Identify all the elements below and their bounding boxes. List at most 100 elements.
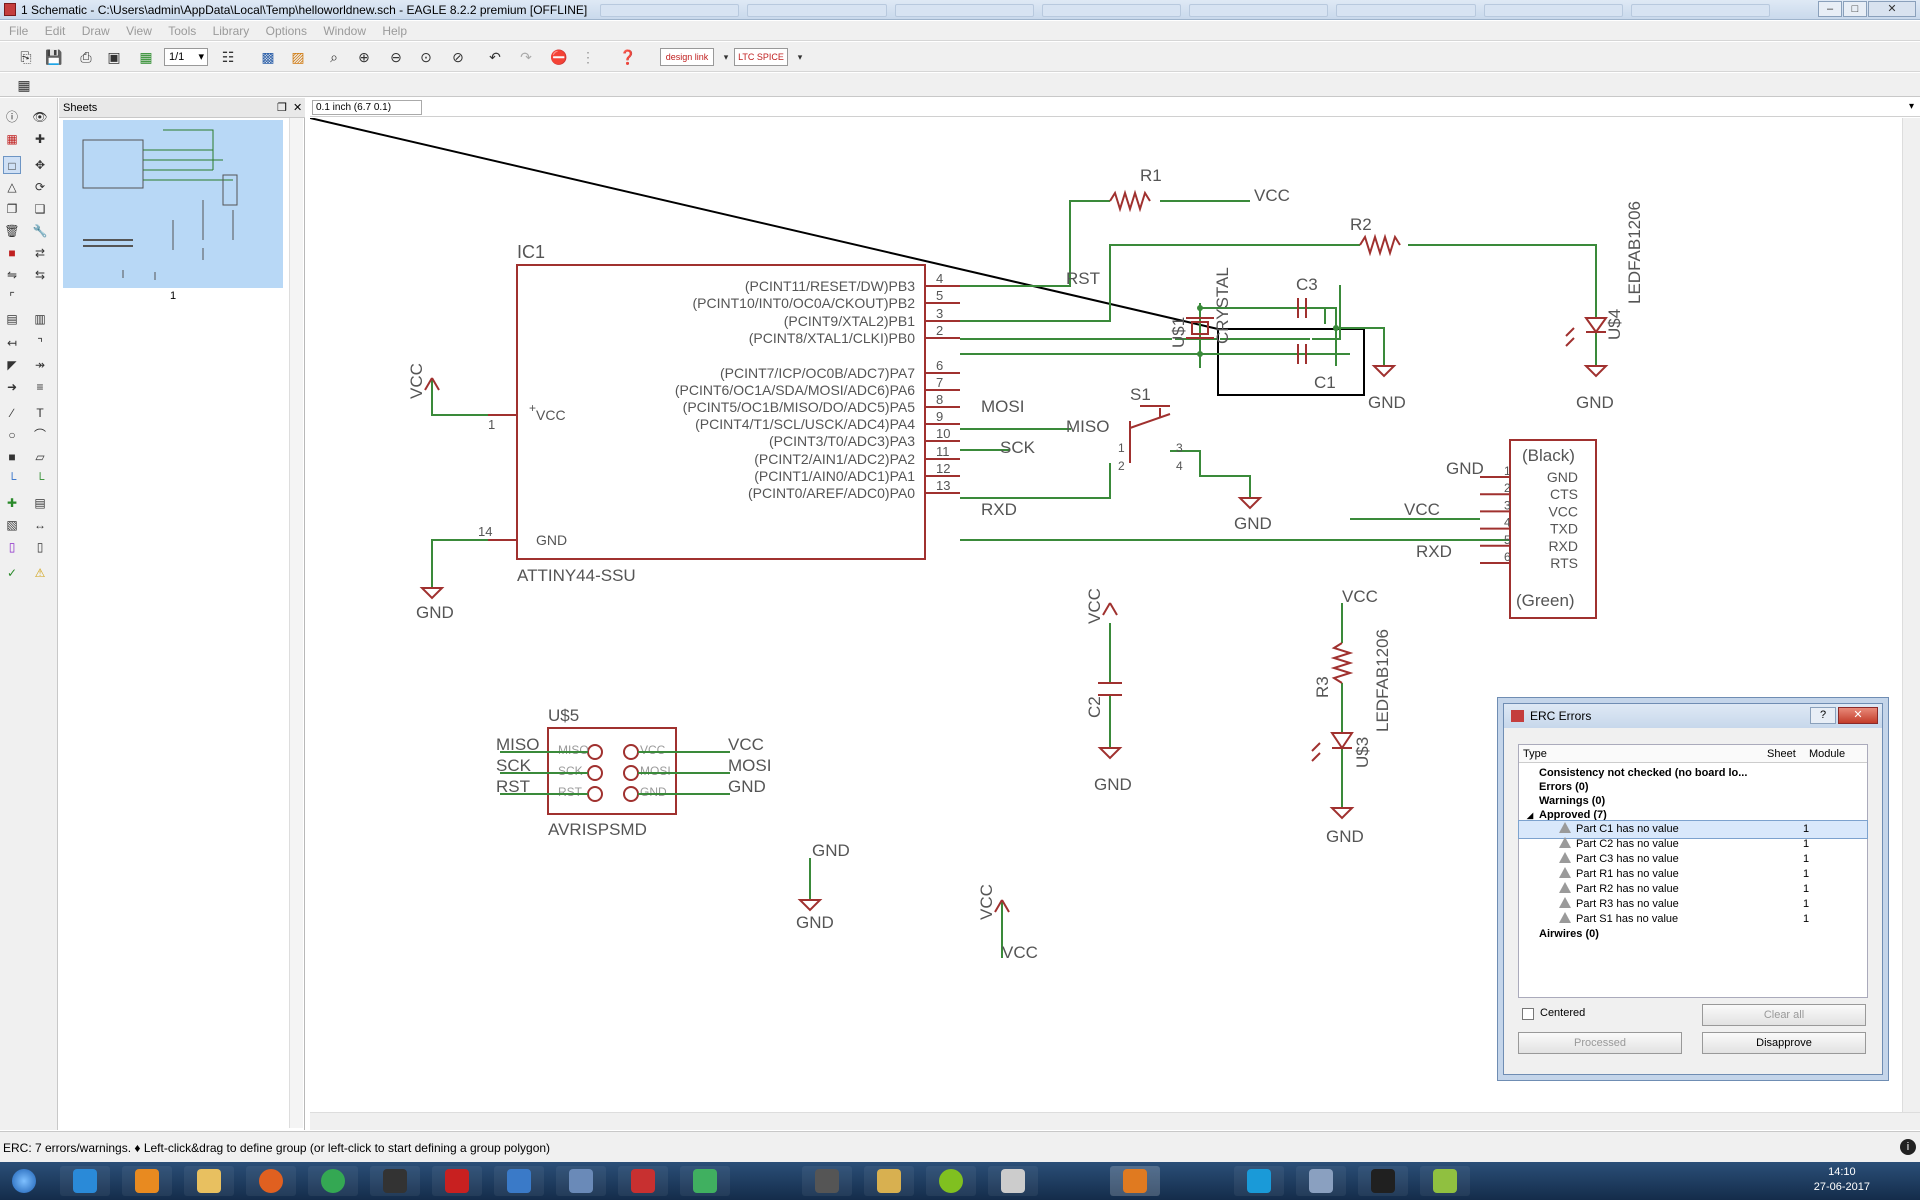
col-sheet[interactable]: Sheet: [1767, 748, 1796, 760]
close-window-button[interactable]: ✕: [1868, 1, 1916, 17]
paste-icon[interactable]: ❑: [34, 202, 46, 216]
rotate-icon[interactable]: ⟳: [34, 180, 46, 194]
add-icon[interactable]: ■: [8, 246, 16, 260]
col-type[interactable]: Type: [1523, 748, 1547, 760]
chevron-down-icon[interactable]: ▾: [723, 52, 729, 62]
name-icon[interactable]: ⌜: [9, 290, 15, 304]
bus-icon[interactable]: └: [7, 472, 17, 486]
help-icon[interactable]: ❓: [619, 49, 637, 65]
route-icon[interactable]: ≡: [36, 380, 44, 394]
dimension-icon[interactable]: ↔: [34, 518, 46, 532]
taskbar-app-screen[interactable]: [988, 1166, 1038, 1196]
canvas-horizontal-scrollbar[interactable]: [310, 1112, 1920, 1130]
smash-icon[interactable]: ▥: [34, 312, 46, 326]
erc-error-list[interactable]: Type Sheet Module Consistency not checke…: [1518, 744, 1868, 998]
taskbar-app-blue[interactable]: [494, 1166, 544, 1196]
print-icon[interactable]: ⎙: [80, 49, 92, 65]
processed-button[interactable]: Processed: [1518, 1032, 1682, 1054]
change-icon[interactable]: 🔧: [32, 224, 48, 238]
erc-category-row[interactable]: Consistency not checked (no board lo...: [1519, 765, 1867, 782]
menu-draw[interactable]: Draw: [81, 24, 110, 38]
port-icon[interactable]: ▯: [36, 540, 44, 554]
taskbar-explorer[interactable]: [184, 1166, 234, 1196]
stop-icon[interactable]: ⛔: [550, 49, 568, 65]
info-icon[interactable]: ⓘ: [5, 110, 18, 124]
optimize-icon[interactable]: ↠: [34, 358, 46, 372]
board-switch-icon[interactable]: ▦: [139, 49, 153, 65]
col-module[interactable]: Module: [1809, 748, 1846, 760]
sheets-scrollbar[interactable]: [289, 118, 303, 1128]
erc-category-row[interactable]: Errors (0): [1519, 779, 1867, 796]
maximize-button[interactable]: □: [1843, 1, 1867, 17]
undo-icon[interactable]: ↶: [489, 49, 501, 65]
zoom-fit-icon[interactable]: ⌕: [330, 49, 338, 65]
system-clock[interactable]: 14:10 27-06-2017: [1814, 1165, 1870, 1195]
taskbar-inkscape[interactable]: [370, 1166, 420, 1196]
move-icon[interactable]: ✥: [34, 158, 46, 172]
show-icon[interactable]: 👁: [32, 110, 48, 124]
erc-icon[interactable]: ✓: [6, 566, 18, 580]
ulp-icon[interactable]: ▩: [261, 49, 275, 65]
cam-icon[interactable]: ▣: [107, 49, 121, 65]
canvas-vertical-scrollbar[interactable]: [1902, 118, 1920, 1112]
expand-triangle-icon[interactable]: ◢: [1527, 811, 1534, 820]
copy-icon[interactable]: ❐: [6, 202, 18, 216]
taskbar-app-chart[interactable]: [1420, 1166, 1470, 1196]
menu-help[interactable]: Help: [382, 24, 408, 38]
taskbar-ie[interactable]: [60, 1166, 110, 1196]
invoke-icon[interactable]: ➜: [6, 380, 18, 394]
value-icon[interactable]: ▤: [6, 312, 18, 326]
script-run-icon[interactable]: ▨: [291, 49, 305, 65]
zoom-redraw-icon[interactable]: ⊙: [420, 49, 432, 65]
disapprove-button[interactable]: Disapprove: [1702, 1032, 1866, 1054]
taskbar-app-paint[interactable]: [1358, 1166, 1408, 1196]
zoom-select-icon[interactable]: ⊘: [452, 49, 464, 65]
ltspice-button[interactable]: LTC SPICE: [734, 48, 788, 66]
taskbar-app-dark[interactable]: [802, 1166, 852, 1196]
text-icon[interactable]: T: [36, 406, 44, 420]
mark-icon[interactable]: ✚: [34, 132, 46, 146]
script-icon[interactable]: ☷: [221, 49, 235, 65]
close-icon[interactable]: ✕: [293, 102, 303, 114]
taskbar-app-red[interactable]: [618, 1166, 668, 1196]
miter-icon[interactable]: ⌝: [37, 336, 43, 350]
centered-checkbox[interactable]: [1522, 1008, 1534, 1020]
module-icon[interactable]: ▯: [8, 540, 16, 554]
slice-icon[interactable]: ◤: [7, 358, 17, 372]
delete-icon[interactable]: 🗑: [4, 224, 20, 238]
menu-window[interactable]: Window: [323, 24, 366, 38]
label-icon[interactable]: ▤: [34, 496, 46, 510]
redo-icon[interactable]: ↷: [520, 49, 532, 65]
menu-file[interactable]: File: [9, 24, 29, 38]
zoom-out-icon[interactable]: ⊖: [390, 49, 402, 65]
attribute-icon[interactable]: ▧: [6, 518, 18, 532]
gateswap-icon[interactable]: ⇆: [34, 268, 46, 282]
polygon-icon[interactable]: ▱: [35, 450, 45, 464]
group-icon[interactable]: □: [3, 156, 21, 174]
menu-library[interactable]: Library: [212, 24, 250, 38]
minimize-button[interactable]: –: [1818, 1, 1842, 17]
net-icon[interactable]: └: [35, 472, 45, 486]
sheet-thumbnail[interactable]: [63, 120, 283, 288]
go-icon[interactable]: ⋮: [581, 49, 595, 65]
taskbar-app-lime[interactable]: [926, 1166, 976, 1196]
sheet-select[interactable]: 1/1▾: [164, 48, 208, 66]
junction-icon[interactable]: ✚: [6, 496, 18, 510]
erc-category-row[interactable]: ◢Approved (7): [1519, 807, 1867, 824]
taskbar-app-monitor[interactable]: [556, 1166, 606, 1196]
chevron-down-icon[interactable]: ▾: [797, 52, 803, 62]
line-icon[interactable]: ∕: [10, 406, 13, 420]
zoom-in-icon[interactable]: ⊕: [358, 49, 370, 65]
close-dialog-button[interactable]: ✕: [1838, 707, 1878, 724]
chevron-down-icon[interactable]: ▾: [1908, 101, 1914, 112]
circle-icon[interactable]: ○: [8, 428, 16, 442]
start-button[interactable]: [2, 1166, 46, 1196]
taskbar-app-doc[interactable]: [864, 1166, 914, 1196]
menu-edit[interactable]: Edit: [44, 24, 66, 38]
taskbar-app-green[interactable]: [680, 1166, 730, 1196]
